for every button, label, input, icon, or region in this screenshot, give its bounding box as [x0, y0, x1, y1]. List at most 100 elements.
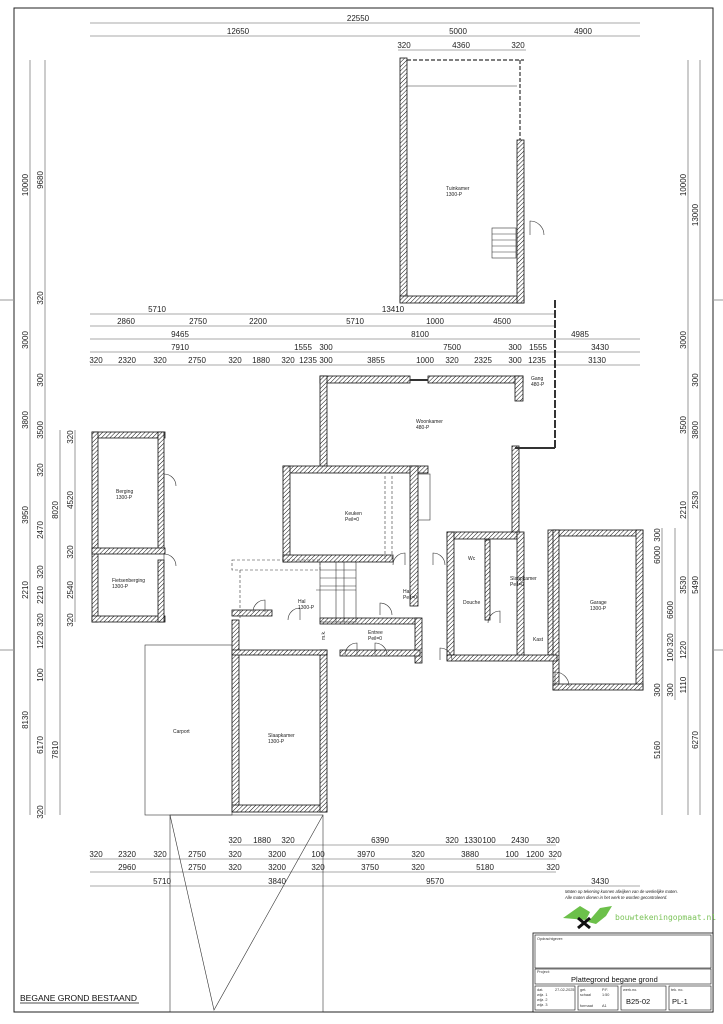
dimension-label: 320 [36, 463, 45, 477]
wall [91, 431, 166, 439]
dimension-label: 320 [281, 356, 295, 365]
dimension-label: 7910 [171, 343, 189, 352]
kitchen-counter [417, 473, 431, 521]
dimension-label: 3950 [21, 506, 30, 524]
dimension-label: 100 [482, 836, 496, 845]
dimension-label: 320 [36, 565, 45, 579]
dimension-label: 2860 [117, 317, 135, 326]
dimension-label: 1555 [529, 343, 547, 352]
door-swing [379, 602, 393, 616]
dimension-label: 8130 [21, 711, 30, 729]
format-label: formaat [580, 1004, 594, 1008]
wall [282, 465, 429, 474]
room-name: Entree [368, 630, 383, 636]
dimension-label: 3750 [361, 863, 379, 872]
dimension-label: 1200 [526, 850, 544, 859]
driveway-lines [169, 814, 324, 1011]
wall [516, 139, 525, 304]
dimension-label: 320 [546, 863, 560, 872]
dimension-label: 6270 [691, 731, 700, 749]
dimension-label: 5000 [449, 27, 467, 36]
dimension-label: 13000 [691, 203, 700, 226]
drawn-label: get. [580, 988, 586, 992]
wall [511, 445, 520, 539]
dimension-label: 3200 [268, 863, 286, 872]
room-name: Hal [298, 599, 306, 605]
dimension-label: 100 [505, 850, 519, 859]
dimension-label: 9570 [426, 877, 444, 886]
wall [231, 649, 328, 656]
dimension-label: 7500 [443, 343, 461, 352]
room-level: 480-P [416, 425, 430, 431]
scale-label: schaal [580, 993, 591, 997]
wall [339, 649, 421, 657]
dimension-label: 300 [36, 373, 45, 387]
room-name: Carport [173, 729, 190, 735]
room-name: Woonkamer [416, 419, 443, 425]
client-label: Opdrachtgever: [537, 937, 563, 941]
room-level: 1300-P [590, 606, 607, 612]
logo-text: bouwtekeningopmaat.nl [615, 913, 716, 922]
room-labels: Tuinkamer1300-PWoonkamer480-PGang480-PKe… [112, 186, 607, 745]
room-name: Keuken [345, 511, 362, 517]
dimension-label: 320 [445, 356, 459, 365]
door-swing [163, 473, 177, 487]
wall [231, 619, 240, 813]
dimension-label: 3530 [679, 576, 688, 594]
door-swing [374, 642, 388, 656]
wall [446, 531, 518, 540]
wall [552, 529, 560, 691]
revision-3: wijz. 3 [537, 1003, 548, 1007]
wall [319, 375, 411, 384]
dimension-label: 22550 [347, 14, 370, 23]
dimension-label: 4520 [66, 491, 75, 509]
dimension-label: 3130 [588, 356, 606, 365]
dimension-label: 3970 [357, 850, 375, 859]
wall [157, 559, 165, 623]
room-level: Peil=0 [345, 517, 359, 523]
dimension-label: 320 [89, 850, 103, 859]
room-level: Peil=0 [403, 595, 417, 601]
dimension-label: 320 [311, 863, 325, 872]
room-level: 1300-P [446, 192, 463, 198]
dimension-label: 320 [445, 836, 459, 845]
wall [552, 683, 644, 691]
dimension-label: 2210 [21, 581, 30, 599]
dimension-label: 7810 [51, 741, 60, 759]
dimension-label: 2470 [36, 521, 45, 539]
sheet-border [13, 7, 714, 1013]
dimension-label: 8020 [51, 501, 60, 519]
dimension-label: 5160 [653, 741, 662, 759]
dimension-label: 4500 [493, 317, 511, 326]
wall [552, 529, 644, 537]
dimension-label: 300 [508, 343, 522, 352]
dimension-label: 320 [153, 356, 167, 365]
date-value: 27-02-2025 [555, 988, 574, 992]
dimension-label: 2750 [188, 850, 206, 859]
dimension-label: 1110 [679, 676, 688, 693]
dimension-label: 1000 [426, 317, 444, 326]
dimension-label: 2530 [691, 491, 700, 509]
dimension-label: 300 [508, 356, 522, 365]
dimension-label: 320 [66, 545, 75, 559]
revision-1: wijz. 1 [537, 993, 548, 997]
dimension-label: 100 [311, 850, 325, 859]
dimension-label: 320 [66, 613, 75, 627]
dimension-label: 300 [319, 343, 333, 352]
dimension-label: 6390 [371, 836, 389, 845]
door-swing [529, 220, 545, 236]
dimension-label: 2750 [188, 356, 206, 365]
wall [91, 547, 166, 555]
note-line-1: Maten op tekening kunnen afwijken van de… [565, 889, 678, 894]
stairs [316, 227, 517, 623]
project-title: Plattegrond begane grond [571, 975, 658, 984]
room-name: Wc [468, 556, 476, 562]
room-name: Berging [116, 489, 133, 495]
dimension-label: 320 [548, 850, 562, 859]
note-line-2: Alle maten dienen in het werk te worden … [564, 895, 667, 900]
dimension-label: 3500 [679, 416, 688, 434]
work-number-label: werk.no. [623, 988, 637, 992]
dimension-label: 1235 [528, 356, 546, 365]
dimension-label: 1330 [464, 836, 482, 845]
dimension-label: 2430 [511, 836, 529, 845]
